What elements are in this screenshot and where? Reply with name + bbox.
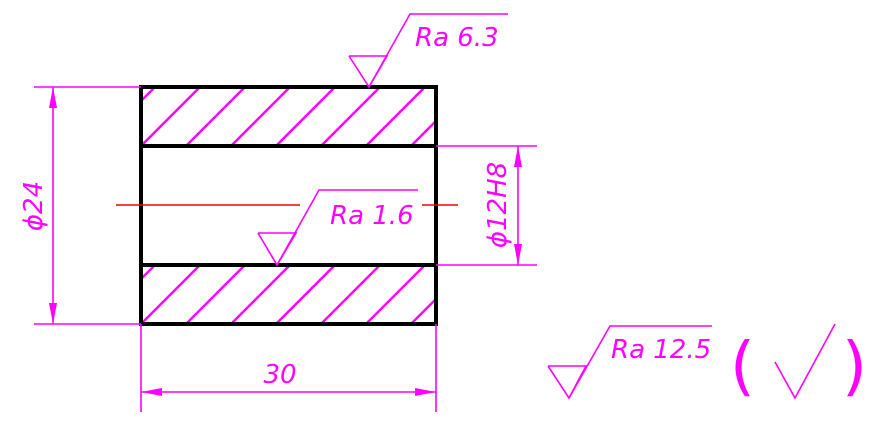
bore-diameter-dimension: ϕ12H8	[436, 145, 537, 266]
roughness-bore-symbol: Ra 1.6	[257, 189, 418, 267]
roughness-general-label: Ra 12.5	[611, 335, 711, 365]
check-mark-icon	[774, 323, 836, 400]
hatch-top	[141, 87, 436, 146]
hatch-bottom	[141, 265, 436, 324]
length-dimension: 30	[140, 324, 437, 412]
length-label: 30	[263, 360, 296, 390]
note-open-paren: (	[730, 330, 755, 404]
bore-diameter-label: ϕ12H8	[483, 162, 513, 248]
note-close-paren: )	[842, 330, 867, 404]
outer-diameter-dimension: ϕ24	[19, 86, 141, 325]
roughness-outer-label: Ra 6.3	[415, 23, 499, 53]
outer-diameter-label: ϕ24	[19, 181, 49, 231]
roughness-outer-symbol: Ra 6.3	[348, 13, 508, 89]
roughness-bore-label: Ra 1.6	[330, 201, 414, 231]
general-roughness-note: Ra 12.5 ( )	[547, 323, 867, 404]
